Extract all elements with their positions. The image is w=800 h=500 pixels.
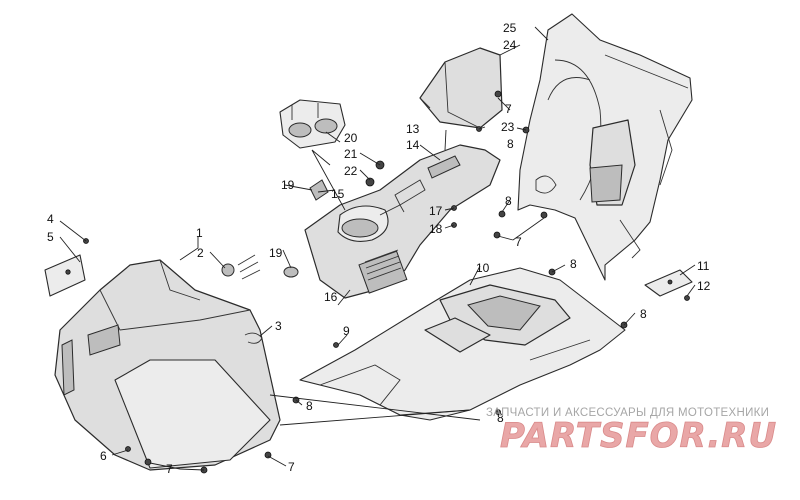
callout-14: 14 xyxy=(406,138,420,152)
callout-7-lid: 7 xyxy=(505,102,512,116)
watermark: ЗАПЧАСТИ И АКСЕССУАРЫ ДЛЯ МОТОТЕХНИКИ PA… xyxy=(486,407,777,456)
center-console-part xyxy=(304,144,501,299)
callout-20: 20 xyxy=(344,131,358,145)
cup-holder-part xyxy=(279,99,346,149)
callout-24: 24 xyxy=(503,38,517,52)
bracket-11-part xyxy=(644,269,693,297)
callout-23: 23 xyxy=(501,120,515,134)
callout-9: 9 xyxy=(343,324,350,338)
wire-3-part xyxy=(244,332,263,344)
watermark-tagline: ЗАПЧАСТИ И АКСЕССУАРЫ ДЛЯ МОТОТЕХНИКИ xyxy=(486,407,769,419)
callout-22: 22 xyxy=(344,164,358,178)
callout-8-lid: 8 xyxy=(507,137,514,151)
callout-4: 4 xyxy=(47,212,54,226)
switch-19-part xyxy=(309,179,329,201)
callout-15: 15 xyxy=(331,187,345,201)
callout-10: 10 xyxy=(476,261,490,275)
callout-8-floor: 8 xyxy=(497,411,504,425)
callout-8-bracket: 8 xyxy=(570,257,577,271)
callout-7-cowl-left: 7 xyxy=(166,462,173,476)
callout-2: 2 xyxy=(197,246,204,260)
callout-1: 1 xyxy=(196,226,203,240)
callout-6: 6 xyxy=(100,449,107,463)
floor-pan-part xyxy=(299,267,626,421)
callout-19-switch: 19 xyxy=(281,178,295,192)
leader-lines xyxy=(59,26,696,471)
callout-11: 11 xyxy=(697,259,710,273)
callout-5: 5 xyxy=(47,230,54,244)
watermark-logo: PARTSFOR.RU xyxy=(500,416,777,456)
callout-18: 18 xyxy=(429,222,443,236)
console-label-block xyxy=(358,249,408,294)
callout-7-console: 7 xyxy=(515,235,522,249)
callout-16: 16 xyxy=(324,290,338,304)
grommet-19-part xyxy=(283,266,299,278)
side-panel-part xyxy=(517,13,693,281)
front-cowl-part xyxy=(54,259,281,471)
callout-8-right: 8 xyxy=(640,307,647,321)
callout-21: 21 xyxy=(344,147,358,161)
storage-lid-part xyxy=(419,47,503,129)
grommet-2-part xyxy=(221,254,261,280)
callout-12: 12 xyxy=(697,279,711,293)
callout-25: 25 xyxy=(503,21,517,35)
callout-8-panel: 8 xyxy=(505,194,512,208)
callout-8-cowl: 8 xyxy=(306,399,313,413)
callout-labels: 1 2 3 4 5 6 7 7 7 7 8 8 8 8 8 8 9 10 11 … xyxy=(47,21,711,476)
callout-7-cowl-right: 7 xyxy=(288,460,295,474)
callout-17: 17 xyxy=(429,204,443,218)
callout-19-grommet: 19 xyxy=(269,246,283,260)
callout-3: 3 xyxy=(275,319,282,333)
bracket-5-part xyxy=(44,254,86,297)
callout-13: 13 xyxy=(406,122,420,136)
